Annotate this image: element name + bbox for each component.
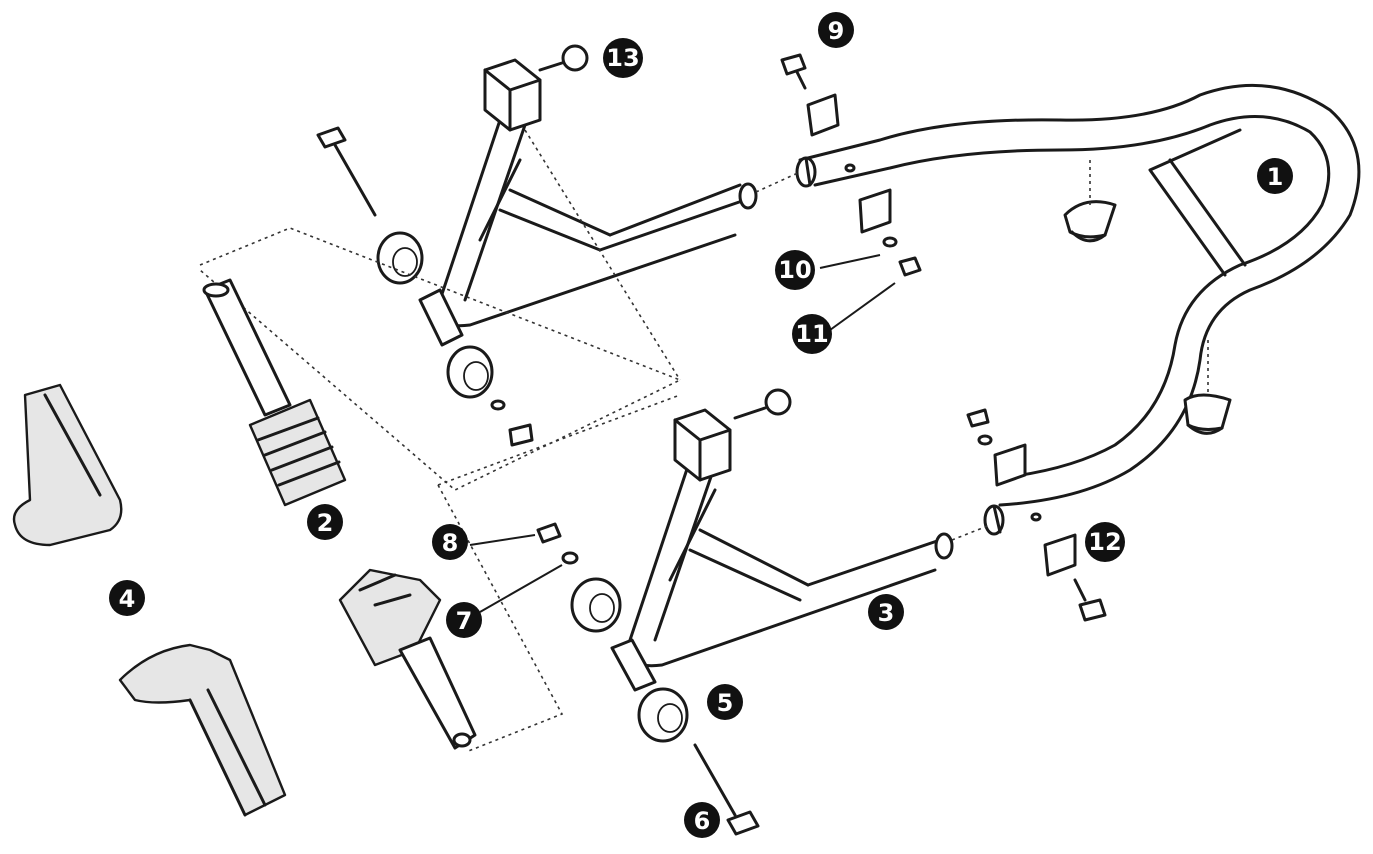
pad-adapter: [202, 278, 347, 507]
lower-stand-assembly: [437, 388, 991, 836]
callout-8: 8: [432, 524, 468, 560]
callout-5: 5: [707, 684, 743, 720]
callout-4: 4: [109, 580, 145, 616]
callout-4-label: 4: [119, 585, 136, 613]
callout-6-label: 6: [694, 807, 711, 835]
callout-9-label: 9: [828, 17, 845, 45]
callout-13-label: 13: [606, 44, 639, 72]
callout-6: 6: [684, 802, 720, 838]
callout-10-label: 10: [778, 256, 811, 284]
callout-7-label: 7: [456, 607, 473, 635]
callout-3-label: 3: [878, 599, 895, 627]
callout-10: 10: [775, 250, 815, 290]
upper-stand-assembly: [199, 44, 801, 491]
callout-12-label: 12: [1088, 528, 1121, 556]
callout-3: 3: [868, 594, 904, 630]
callout-11: 11: [792, 314, 832, 354]
main-frame: [795, 83, 1361, 536]
callout-11-label: 11: [795, 320, 828, 348]
callout-12: 12: [1085, 522, 1125, 562]
hook-adapters: [12, 383, 287, 817]
leader-lines: [469, 254, 896, 613]
callout-2-label: 2: [317, 509, 334, 537]
callout-1-label: 1: [1267, 163, 1284, 191]
fork-adapter: [338, 568, 477, 750]
callout-2: 2: [307, 504, 343, 540]
callout-1: 1: [1257, 158, 1293, 194]
callout-7: 7: [446, 602, 482, 638]
callout-8-label: 8: [442, 529, 459, 557]
callout-9: 9: [818, 12, 854, 48]
small-hardware: [536, 53, 1107, 622]
callout-5-label: 5: [717, 689, 734, 717]
callout-13: 13: [603, 38, 643, 78]
